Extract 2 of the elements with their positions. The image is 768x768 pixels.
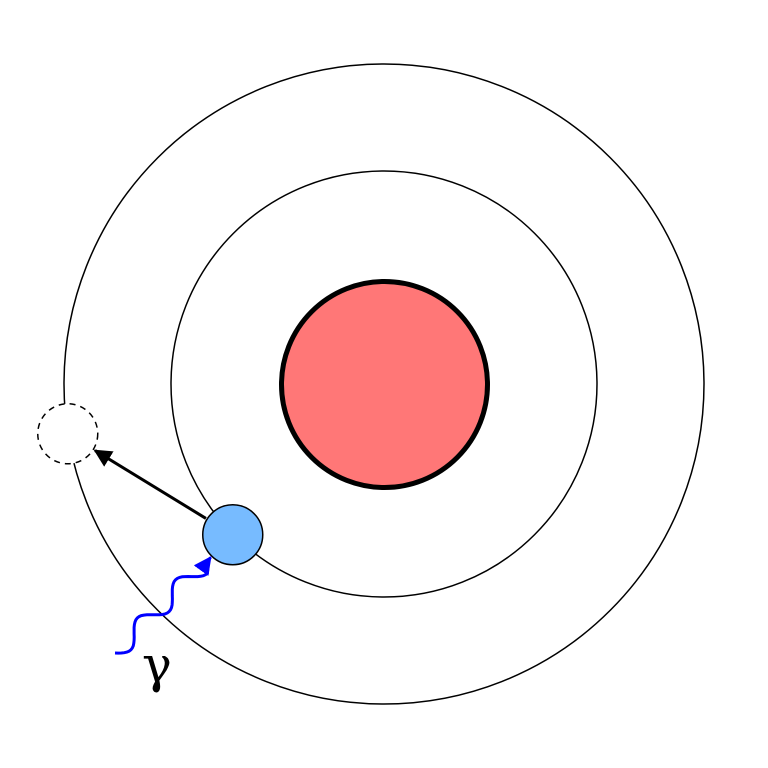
arrow	[94, 449, 207, 520]
wavy-arrow	[114, 556, 212, 655]
